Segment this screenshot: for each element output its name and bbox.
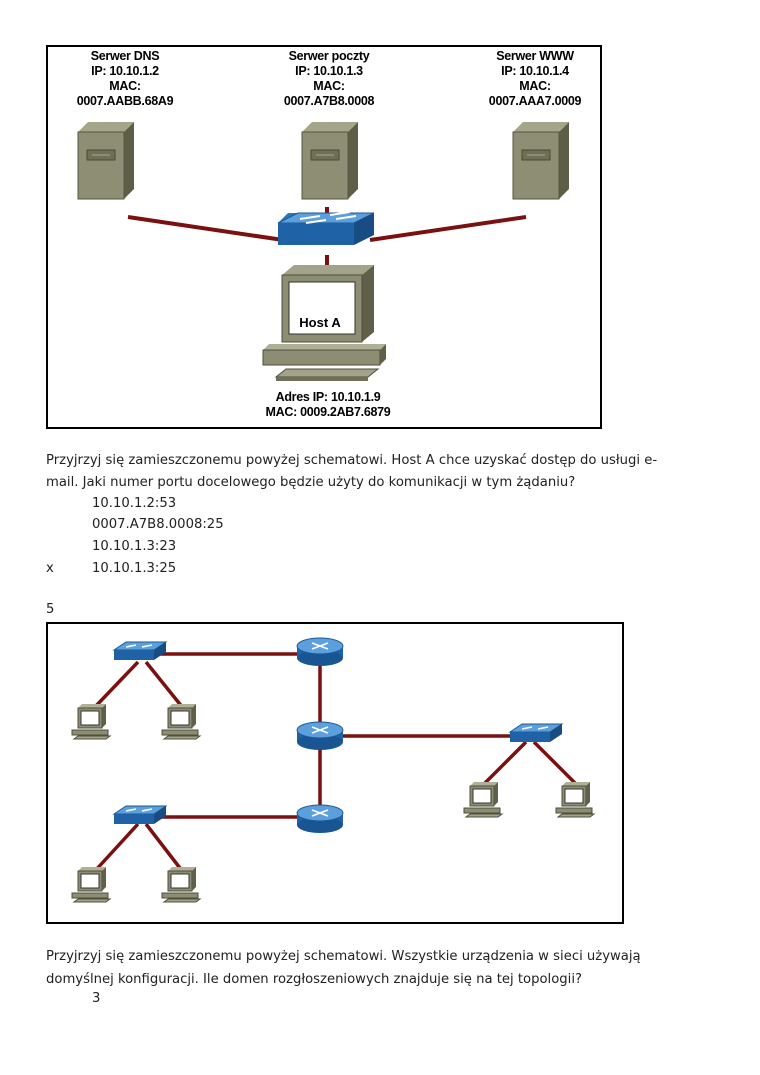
diagram-1-graphics [77, 122, 569, 381]
mail-server-ip: IP: 10.10.1.3 [295, 64, 363, 78]
www-server-mac: 0007.AAA7.0009 [488, 94, 582, 108]
www-server-ip: IP: 10.10.1.4 [501, 64, 569, 78]
host-a-mac: MAC: 0009.2AB7.6879 [265, 405, 391, 419]
q1-correct-mark: x [46, 561, 54, 576]
question-1-line-2: mail. Jaki numer portu docelowego będzie… [46, 475, 576, 490]
q2-answer-1: 3 [92, 991, 101, 1006]
network-diagram-topology [46, 622, 624, 924]
dns-server-mac-label: MAC: [109, 79, 141, 93]
dns-server-name: Serwer DNS [90, 49, 160, 63]
router-icon-middle [296, 721, 344, 751]
www-server-icon [512, 122, 569, 200]
diagram-2-graphics [71, 637, 595, 903]
question-2-line-2: domyślnej konfiguracji. Ile domen rozgło… [46, 972, 582, 987]
q1-answer-1: 10.10.1.2:53 [92, 496, 177, 511]
www-server-mac-label: MAC: [519, 79, 551, 93]
mail-server-mac-label: MAC: [313, 79, 345, 93]
dns-server-mac: 0007.AABB.68A9 [76, 94, 174, 108]
dns-server-icon [77, 122, 134, 200]
mail-server-mac: 0007.A7B8.0008 [283, 94, 375, 108]
host-a-address-label: Adres IP: 10.10.1.9 MAC: 0009.2AB7.6879 [228, 390, 428, 420]
www-server-label: Serwer WWW IP: 10.10.1.4 MAC: 0007.AAA7.… [460, 49, 610, 109]
mail-server-name: Serwer poczty [288, 49, 370, 63]
question-2-line-1: Przyjrzyj się zamieszczonemu powyżej sch… [46, 949, 641, 964]
dns-server-label: Serwer DNS IP: 10.10.1.2 MAC: 0007.AABB.… [50, 49, 200, 109]
router-icon-bottom [296, 804, 344, 834]
pc-icon-5 [463, 781, 503, 818]
router-icon-top [296, 637, 344, 667]
q1-answer-4: 10.10.1.3:25 [92, 561, 177, 576]
host-a-screen-label: Host A [299, 315, 341, 330]
pc-icon-3 [71, 866, 111, 903]
switch-icon-right [509, 723, 563, 743]
switch-icon [277, 211, 375, 245]
pc-icon-2 [161, 703, 201, 740]
q1-answer-3: 10.10.1.3:23 [92, 539, 177, 554]
www-server-name: Serwer WWW [496, 49, 574, 63]
host-a-ip: Adres IP: 10.10.1.9 [275, 390, 381, 404]
pc-icon-1 [71, 703, 111, 740]
pc-icon-6 [555, 781, 595, 818]
question-2-number: 5 [46, 602, 55, 617]
pc-icon-4 [161, 866, 201, 903]
switch-icon-top-left [113, 641, 167, 661]
mail-server-label: Serwer poczty IP: 10.10.1.3 MAC: 0007.A7… [254, 49, 404, 109]
mail-server-icon [301, 122, 358, 200]
q1-answer-2: 0007.A7B8.0008:25 [92, 517, 224, 532]
dns-server-ip: IP: 10.10.1.2 [91, 64, 159, 78]
switch-icon-bottom-left [113, 805, 167, 825]
topology-links [92, 652, 578, 874]
question-1-line-1: Przyjrzyj się zamieszczonemu powyżej sch… [46, 453, 658, 468]
host-a-computer-icon [262, 265, 386, 381]
network-diagram-servers: Serwer DNS IP: 10.10.1.2 MAC: 0007.AABB.… [46, 45, 602, 429]
